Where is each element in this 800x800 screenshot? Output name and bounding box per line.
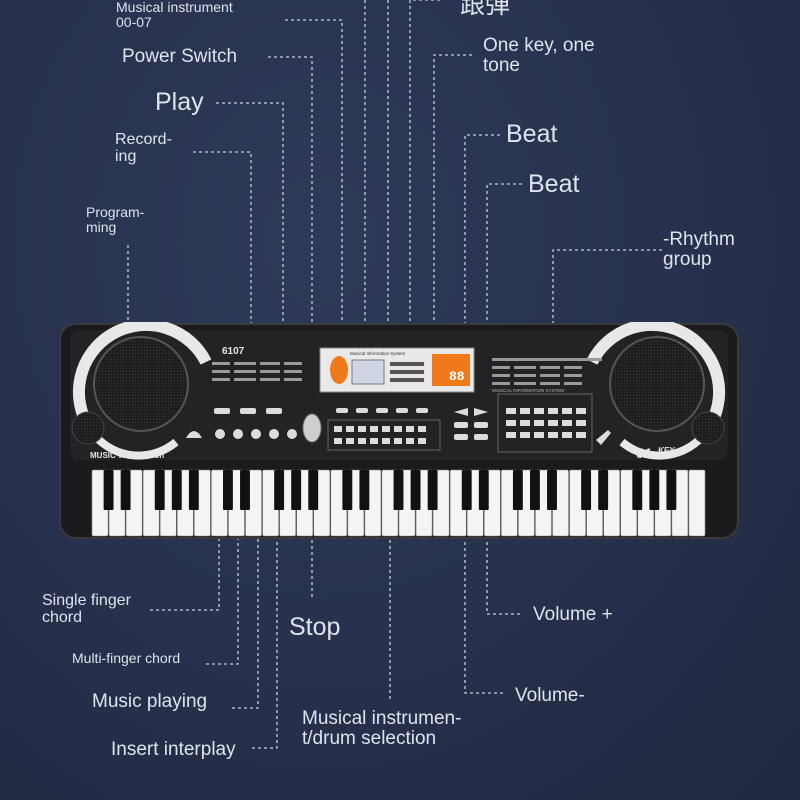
label-programming: Program- ming: [86, 204, 145, 235]
button-row-left-bottom: [215, 429, 297, 439]
black-key: [598, 470, 609, 510]
display-title: Musical Information System: [350, 351, 406, 356]
instrument-drum-buttons: [334, 426, 426, 444]
label-instrument-drum-selection: Musical instrumen- t/drum selection: [302, 708, 462, 749]
black-key: [666, 470, 677, 510]
key-count: 61: [636, 445, 652, 461]
panel-right-title: MUSICAL INFORMATION SYSTEM: [492, 388, 564, 393]
leader-recording: [193, 151, 252, 408]
black-key: [393, 470, 404, 510]
black-key: [223, 470, 233, 510]
leader-power: [268, 56, 313, 405]
label-musical-instrument: Musical instrument 00-07: [116, 0, 233, 30]
label-power-switch: Power Switch: [122, 46, 238, 67]
black-key: [581, 470, 592, 510]
white-key: [688, 469, 706, 537]
black-key: [240, 470, 250, 510]
leader-insert-interplay: [252, 440, 278, 749]
label-beat-1: Beat: [506, 120, 558, 148]
rhythm-group-frame: [497, 393, 593, 453]
left-speaker: [71, 322, 212, 460]
label-play: Play: [155, 88, 204, 116]
black-key: [188, 470, 199, 510]
model-number: 6107: [222, 346, 245, 357]
guitar-icon: [596, 430, 611, 445]
key-label: KEY: [658, 446, 675, 455]
black-key: [461, 470, 472, 510]
beat-volume-buttons: [454, 408, 488, 440]
label-volume-minus: Volume-: [515, 685, 585, 706]
black-key: [154, 470, 165, 510]
black-key: [512, 470, 523, 510]
black-key: [410, 470, 421, 510]
power-knob: [302, 413, 322, 443]
black-key: [427, 470, 438, 510]
leader-chinese: [409, 0, 440, 405]
label-single-finger-chord: Single finger chord: [42, 592, 131, 626]
function-legend-right: [492, 358, 602, 385]
black-key: [547, 470, 557, 510]
black-key: [120, 470, 131, 510]
right-speaker: [586, 322, 726, 460]
black-key: [308, 470, 319, 510]
black-key: [342, 470, 353, 510]
black-key: [171, 470, 182, 510]
leader-play: [216, 102, 284, 408]
button-row-center-top: [336, 408, 428, 413]
electronic-keyboard: 6107 MUSIC Workstation 61 KEY MUSICAL IN…: [59, 322, 739, 539]
label-rhythm-group: -Rhythm group: [663, 229, 735, 270]
label-recording: Record- ing: [115, 131, 172, 165]
label-chinese-follow: 跟弹: [460, 0, 511, 19]
label-volume-plus: Volume +: [533, 604, 613, 625]
leader-volume-plus: [486, 440, 520, 615]
rhythm-buttons: [506, 408, 586, 438]
label-insert-interplay: Insert interplay: [111, 739, 236, 760]
label-stop: Stop: [289, 613, 341, 641]
function-legend-left: [212, 362, 302, 381]
brand-label: MUSIC Workstation: [90, 451, 164, 460]
black-key: [291, 470, 302, 510]
label-beat-2: Beat: [528, 170, 580, 198]
label-music-playing: Music playing: [92, 691, 208, 712]
display-digits: 88: [449, 369, 465, 384]
leader-beat-1: [464, 134, 500, 410]
black-key: [478, 470, 489, 510]
record-icon: [186, 431, 202, 438]
label-one-key-one-tone: One key, one tone: [483, 35, 595, 76]
black-key: [632, 470, 643, 510]
black-key: [359, 470, 370, 510]
black-keys: [103, 470, 677, 510]
leader-instrument: [285, 19, 343, 405]
button-row-left-top: [214, 408, 282, 414]
black-key: [530, 470, 540, 510]
label-multi-finger-chord: Multi-finger chord: [72, 650, 181, 666]
lcd-display: Musical Information System 88: [319, 347, 475, 393]
leader-one-key: [433, 54, 472, 405]
black-key: [649, 470, 660, 510]
black-key: [274, 470, 285, 510]
black-key: [103, 470, 114, 510]
